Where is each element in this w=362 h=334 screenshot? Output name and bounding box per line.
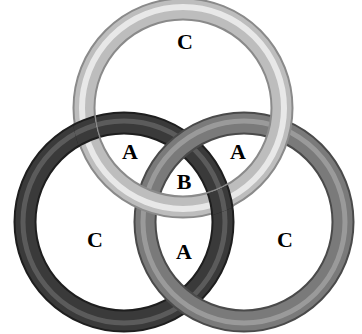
left-ring-over — [23, 121, 225, 323]
top-ring — [82, 7, 284, 209]
region-label: C — [277, 229, 293, 251]
left-ring — [23, 121, 225, 323]
region-label: A — [122, 141, 138, 163]
right-ring — [143, 121, 345, 323]
region-label: B — [177, 171, 192, 193]
region-label: C — [177, 31, 193, 53]
region-label: A — [230, 141, 246, 163]
region-label: C — [87, 229, 103, 251]
region-label: A — [176, 241, 192, 263]
